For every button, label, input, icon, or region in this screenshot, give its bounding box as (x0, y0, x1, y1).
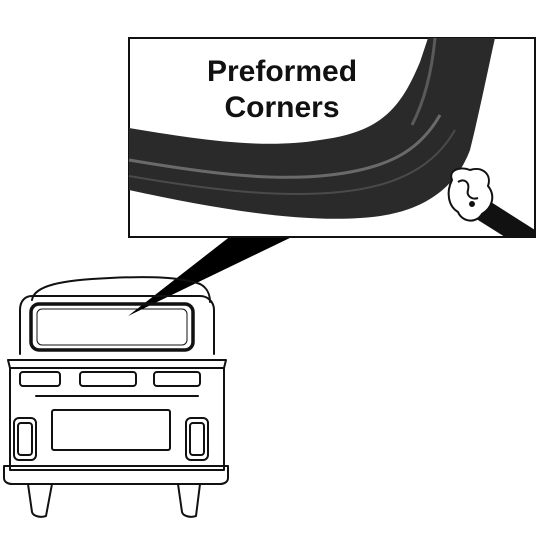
rear-window (29, 302, 195, 352)
vw-bus-rear-icon (3, 276, 229, 518)
callout-title-line-2: Corners (224, 91, 339, 124)
seal-corner-image (128, 37, 495, 219)
callout-box: Preformed Corners (128, 37, 536, 238)
callout-title-line-1: Preformed (207, 55, 357, 88)
seal-profile-icon (447, 167, 535, 237)
